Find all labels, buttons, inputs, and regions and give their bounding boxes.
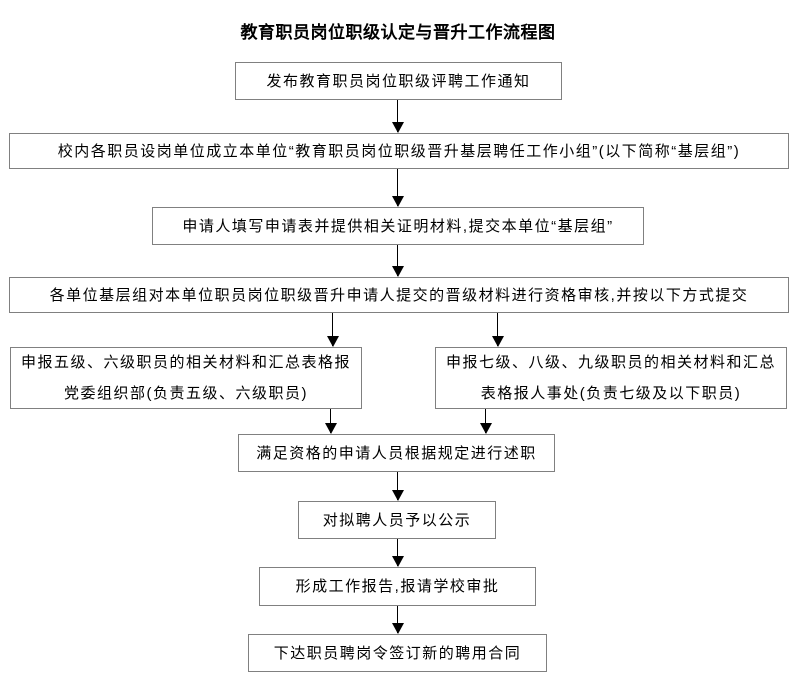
arrow-down-connector-2 [391, 169, 404, 207]
arrow-down-connector-7 [391, 539, 404, 567]
flowchart-title: 教育职员岗位职级认定与晋升工作流程图 [240, 23, 556, 42]
flow-node-label: 满足资格的申请人员根据规定进行述职 [256, 444, 537, 462]
flow-node-sign-contract: 下达职员聘岗令签订新的聘用合同 [248, 634, 547, 672]
flow-node-report-hr-office: 申报七级、八级、九级职员的相关材料和汇总 表格报人事处(负责七级及以下职员) [435, 347, 787, 409]
flow-node-label: 形成工作报告,报请学校审批 [295, 578, 500, 595]
arrow-down-connector-6 [391, 472, 404, 501]
flow-node-label: 校内各职员设岗单位成立本单位“教育职员岗位职级晋升基层聘任工作小组”(以下简称“… [57, 142, 741, 160]
arrow-down-connector-8 [391, 606, 404, 634]
flow-node-submit-application: 申请人填写申请表并提供相关证明材料,提交本单位“基层组” [152, 207, 644, 245]
flow-node-report-org-dept: 申报五级、六级职员的相关材料和汇总表格报 党委组织部(负责五级、六级职员) [10, 347, 362, 409]
flow-node-label: 对拟聘人员予以公示 [322, 511, 472, 529]
flow-node-label-line2: 表格报人事处(负责七级及以下职员) [480, 385, 742, 402]
arrow-down-connector-branch-left [326, 313, 339, 347]
flow-node-publish-notice: 发布教育职员岗位职级评聘工作通知 [235, 62, 562, 100]
flow-node-publicity: 对拟聘人员予以公示 [298, 501, 496, 539]
arrow-down-connector-merge-right [479, 409, 492, 434]
arrow-down-connector-merge-left [324, 409, 337, 434]
flow-node-label: 下达职员聘岗令签订新的聘用合同 [273, 644, 522, 662]
flow-node-setup-base-group: 校内各职员设岗单位成立本单位“教育职员岗位职级晋升基层聘任工作小组”(以下简称“… [9, 133, 789, 169]
arrow-down-connector-3 [391, 245, 404, 277]
flow-node-label: 发布教育职员岗位职级评聘工作通知 [266, 72, 531, 90]
arrow-down-connector-1 [391, 100, 404, 133]
flow-node-school-approval: 形成工作报告,报请学校审批 [259, 567, 536, 606]
flow-node-label-line2: 党委组织部(负责五级、六级职员) [64, 385, 308, 402]
flow-node-label-line1: 申报五级、六级职员的相关材料和汇总表格报 [20, 354, 351, 371]
flow-node-label-line1: 申报七级、八级、九级职员的相关材料和汇总 [445, 354, 776, 371]
flow-node-label: 申请人填写申请表并提供相关证明材料,提交本单位“基层组” [182, 217, 614, 235]
flow-node-debriefing: 满足资格的申请人员根据规定进行述职 [238, 434, 555, 472]
flow-node-qualification-review: 各单位基层组对本单位职员岗位职级晋升申请人提交的晋级材料进行资格审核,并按以下方… [9, 277, 789, 313]
flow-node-label: 各单位基层组对本单位职员岗位职级晋升申请人提交的晋级材料进行资格审核,并按以下方… [49, 286, 749, 304]
arrow-down-connector-branch-right [491, 313, 504, 347]
